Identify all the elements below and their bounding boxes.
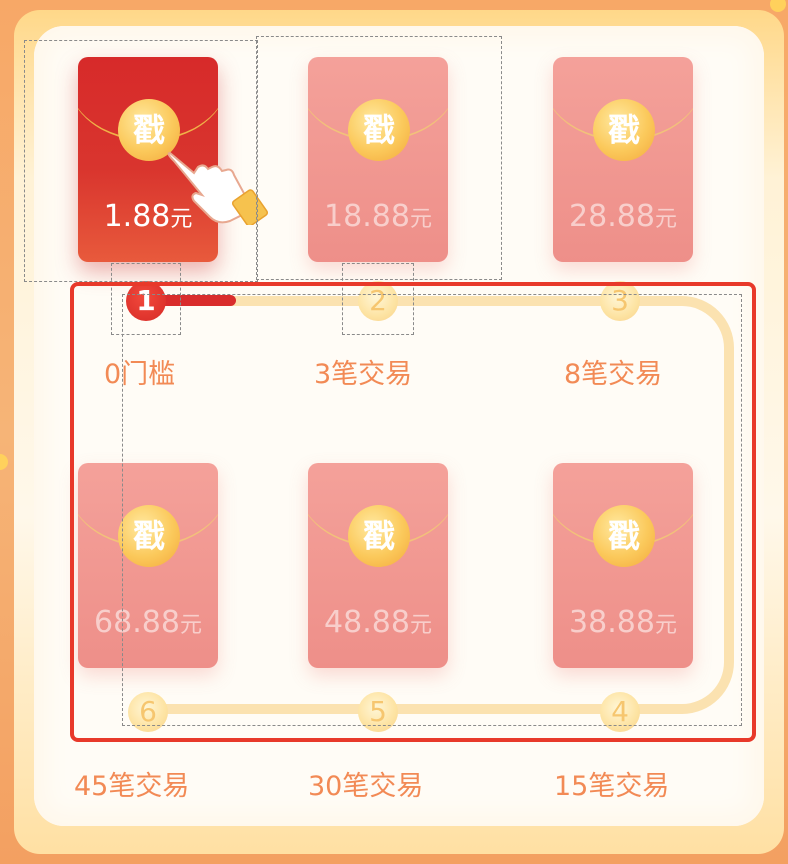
progress-track bbox=[148, 296, 734, 714]
step-label-6: 45笔交易 bbox=[74, 771, 190, 802]
decor-dot bbox=[770, 0, 786, 12]
poke-coin-icon[interactable]: 戳 bbox=[593, 505, 655, 567]
reward-amount: 28.88元 bbox=[569, 199, 677, 234]
step-node-3: 3 bbox=[600, 281, 640, 321]
selection-box bbox=[342, 263, 414, 335]
poke-coin-icon[interactable]: 戳 bbox=[348, 505, 410, 567]
selection-box bbox=[24, 40, 258, 282]
decor-dot bbox=[0, 454, 8, 470]
red-envelope-card-6[interactable]: 戳 68.88元 bbox=[78, 463, 218, 668]
red-envelope-card-4[interactable]: 戳 38.88元 bbox=[553, 463, 693, 668]
step-label-2: 3笔交易 bbox=[314, 359, 413, 390]
step-node-1: 1 bbox=[126, 281, 166, 321]
selection-box bbox=[122, 294, 742, 726]
progress-fill bbox=[150, 295, 236, 306]
poke-coin-icon[interactable]: 戳 bbox=[348, 99, 410, 161]
hand-pointer-icon bbox=[167, 151, 269, 225]
reward-amount: 1.88元 bbox=[103, 199, 193, 234]
red-envelope-card-2[interactable]: 戳 18.88元 bbox=[308, 57, 448, 262]
step-label-3: 8笔交易 bbox=[564, 359, 663, 390]
step-label-5: 30笔交易 bbox=[308, 771, 424, 802]
poke-coin-icon[interactable]: 戳 bbox=[118, 99, 180, 161]
step-label-4: 15笔交易 bbox=[554, 771, 670, 802]
poke-coin-icon[interactable]: 戳 bbox=[118, 505, 180, 567]
reward-amount: 18.88元 bbox=[324, 199, 432, 234]
step-label-1: 0门槛 bbox=[104, 359, 176, 390]
selection-box bbox=[111, 263, 181, 335]
selection-box bbox=[256, 36, 502, 280]
red-envelope-card-1[interactable]: 戳 1.88元 bbox=[78, 57, 218, 262]
reward-amount: 68.88元 bbox=[94, 605, 202, 640]
red-envelope-card-5[interactable]: 戳 48.88元 bbox=[308, 463, 448, 668]
reward-amount: 38.88元 bbox=[569, 605, 677, 640]
reward-amount: 48.88元 bbox=[324, 605, 432, 640]
red-envelope-card-3[interactable]: 戳 28.88元 bbox=[553, 57, 693, 262]
poke-coin-icon[interactable]: 戳 bbox=[593, 99, 655, 161]
highlight-box bbox=[70, 282, 756, 742]
step-node-2: 2 bbox=[358, 281, 398, 321]
